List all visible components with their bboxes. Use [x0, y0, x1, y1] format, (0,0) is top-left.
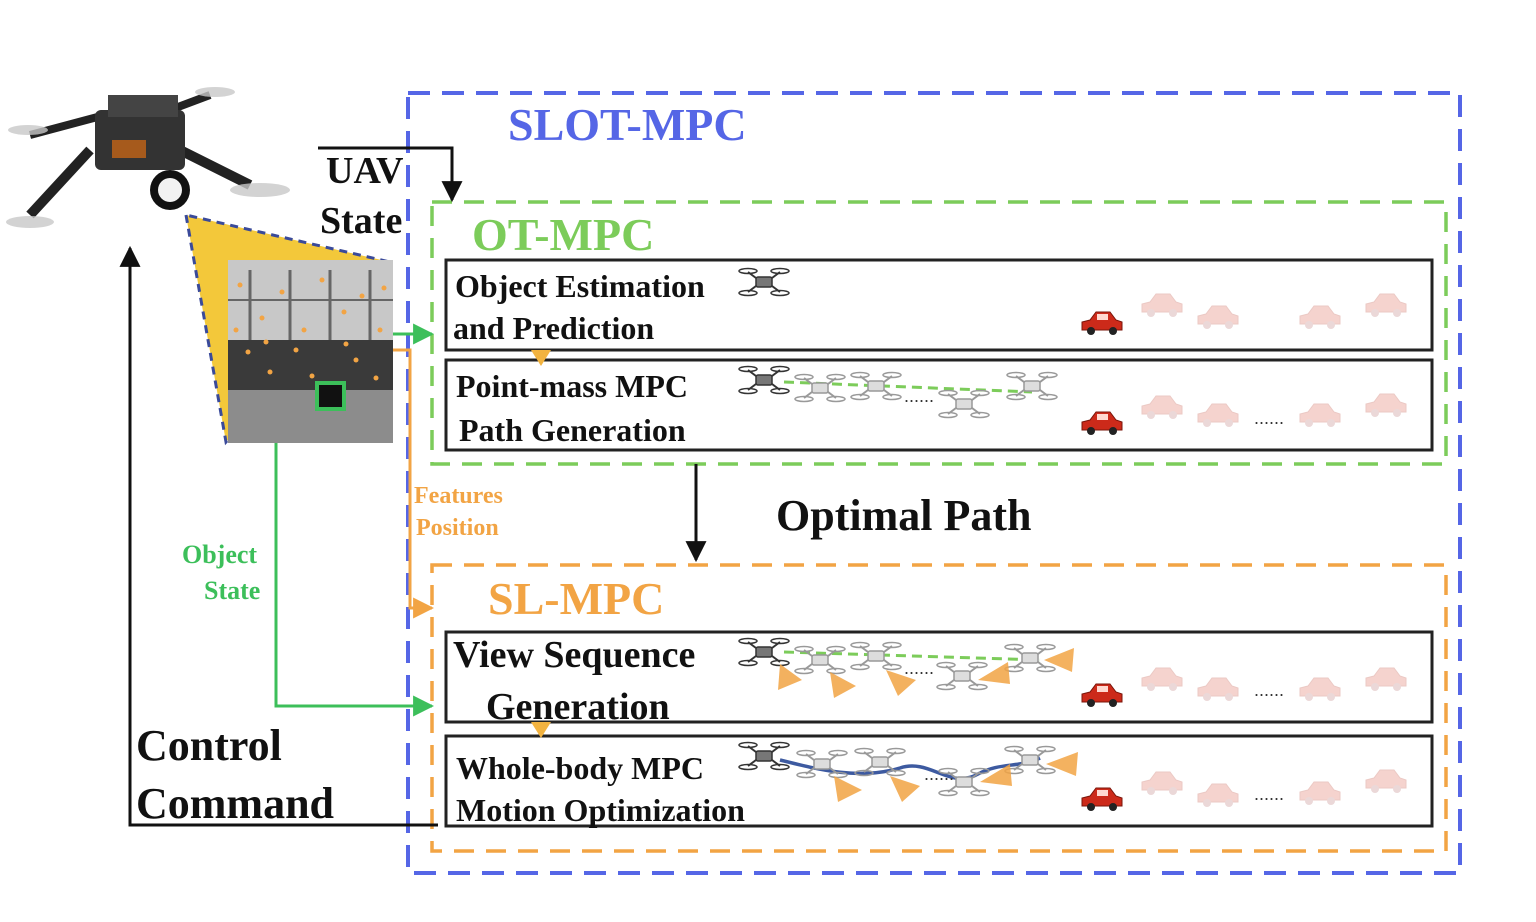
features-position-label-line1: Features	[414, 483, 503, 509]
module-object-estimation-line2: and Prediction	[453, 310, 655, 346]
drone-icon	[936, 661, 988, 691]
car-icon	[1081, 787, 1123, 812]
module-link-marker-2	[531, 722, 551, 738]
uav-state-label-line1: UAV	[326, 150, 404, 192]
sl-mpc-title: SL-MPC	[488, 573, 665, 624]
car-icon	[1299, 677, 1341, 702]
car-icon	[1141, 293, 1183, 318]
car-icon	[1197, 305, 1239, 330]
view-cone-icon	[834, 776, 862, 802]
uav-state-arrow	[318, 146, 463, 203]
features-position-label-line2: Position	[416, 515, 499, 541]
dots-text: ......	[1254, 408, 1284, 428]
car-icon	[1081, 683, 1123, 708]
module-view-sequence-line2: Generation	[486, 686, 670, 728]
dots-text: ......	[904, 658, 934, 678]
car-icon	[1081, 311, 1123, 336]
view-cone-icon	[830, 672, 856, 698]
drone-icon	[1006, 371, 1058, 401]
drone-icon	[794, 373, 846, 403]
module-view-sequence-line1: View Sequence	[453, 634, 696, 676]
slot-mpc-title: SLOT-MPC	[508, 99, 747, 150]
module-link-marker-1	[531, 350, 551, 366]
view-cone-icon	[890, 776, 920, 802]
car-icon	[1141, 395, 1183, 420]
drone-icon	[850, 641, 902, 671]
car-icon	[1299, 403, 1341, 428]
features-position-arrow	[386, 348, 435, 619]
object-state-label-line1: Object	[182, 540, 258, 569]
dots-text: ......	[1254, 784, 1284, 804]
view-cone-icon	[778, 664, 802, 690]
view-sequence-box	[444, 630, 1434, 724]
dots-text: ......	[924, 764, 954, 784]
camera-view-image	[228, 260, 393, 443]
path-segment	[783, 650, 1041, 662]
slot-mpc-box	[406, 91, 1462, 875]
drone-icon	[738, 637, 790, 667]
uav-state-label-line2: State	[320, 200, 403, 242]
car-icon	[1141, 667, 1183, 692]
car-icon	[1365, 393, 1407, 418]
drone-icon	[738, 741, 790, 771]
control-command-arrow	[119, 245, 438, 827]
view-cone-icon	[980, 764, 1012, 786]
module-whole-body-mpc-line2: Motion Optimization	[456, 792, 745, 828]
dots-text: ......	[1254, 680, 1284, 700]
ot-mpc-title: OT-MPC	[472, 209, 655, 260]
car-icon	[1197, 403, 1239, 428]
car-icon	[1365, 769, 1407, 794]
object-state-label-line2: State	[204, 576, 261, 605]
quadrotor-photo-icon	[6, 87, 290, 228]
dots-text: ......	[904, 386, 934, 406]
point-mass-mpc-box	[444, 358, 1434, 452]
module-object-estimation-line1: Object Estimation	[455, 268, 705, 304]
view-cone-icon	[1046, 752, 1078, 776]
control-command-label-line2: Command	[136, 779, 335, 828]
car-icon	[1081, 411, 1123, 436]
car-icon	[1299, 781, 1341, 806]
view-cone-icon	[1044, 648, 1074, 672]
object-estimation-box	[444, 258, 1434, 352]
sl-mpc-box	[430, 563, 1448, 853]
car-icon	[1197, 783, 1239, 808]
view-cone-icon	[978, 662, 1010, 684]
view-cone-icon	[886, 670, 916, 696]
car-icon	[1299, 305, 1341, 330]
control-command-label-line1: Control	[136, 721, 282, 770]
drone-icon	[850, 371, 902, 401]
drone-icon	[738, 365, 790, 395]
drone-icon	[738, 267, 790, 297]
optimal-path-label: Optimal Path	[776, 491, 1032, 540]
car-icon	[1197, 677, 1239, 702]
car-icon	[1365, 293, 1407, 318]
drone-icon	[1004, 745, 1056, 775]
module-point-mass-mpc-line2: Path Generation	[459, 412, 686, 448]
car-icon	[1365, 667, 1407, 692]
module-whole-body-mpc-line1: Whole-body MPC	[456, 750, 704, 786]
drone-icon	[938, 389, 990, 419]
module-point-mass-mpc-line1: Point-mass MPC	[456, 368, 688, 404]
whole-body-mpc-box	[444, 734, 1434, 828]
drone-icon	[794, 645, 846, 675]
car-icon	[1141, 771, 1183, 796]
